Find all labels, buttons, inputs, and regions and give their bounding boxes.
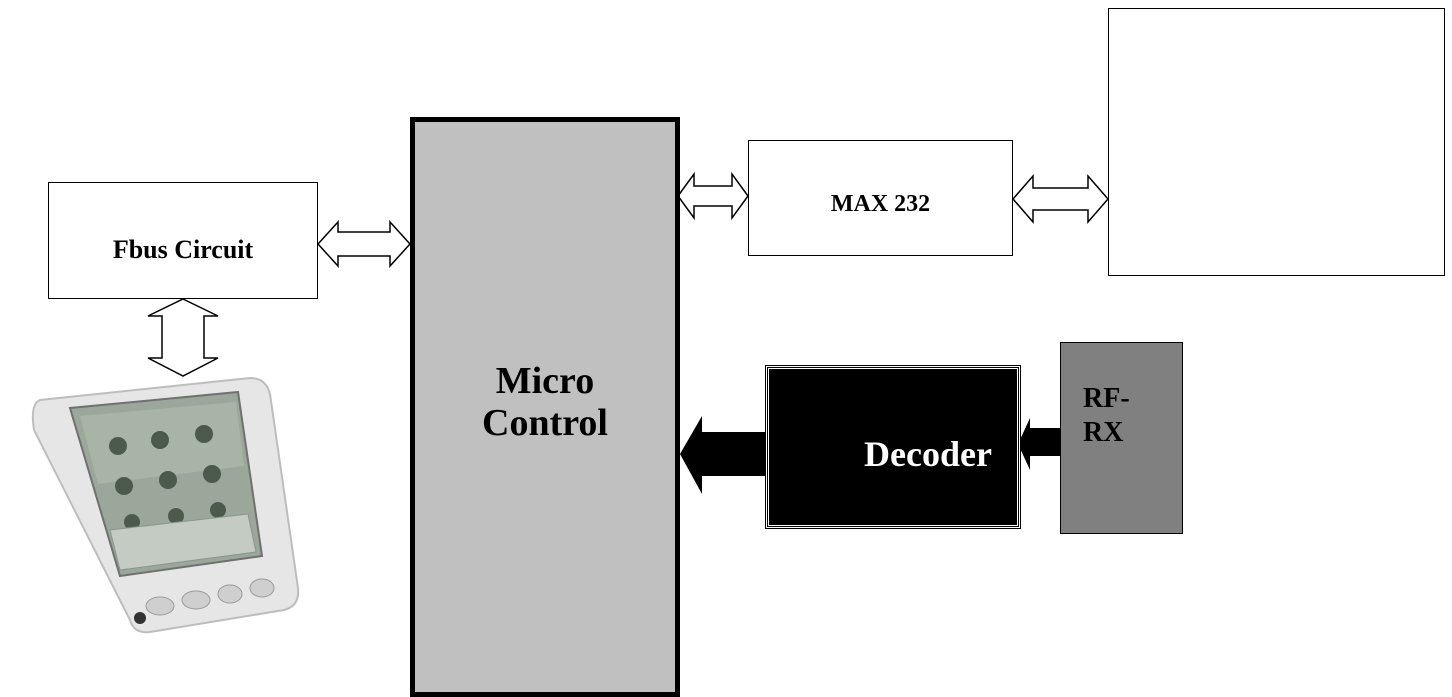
micro-max232-arrow	[677, 171, 749, 221]
max232-label: MAX 232	[830, 190, 931, 217]
rf-rx-block: RF- RX	[1060, 342, 1183, 534]
rf-rx-label-line1: RF-	[1083, 383, 1130, 414]
micro-control-label-line2: Control	[482, 402, 608, 444]
max232-pc-arrow	[1012, 173, 1109, 225]
rf-rx-label-line2: RX	[1083, 417, 1124, 448]
fbus-pda-arrow	[147, 298, 219, 377]
computer-block	[1108, 8, 1445, 276]
fbus-micro-arrow	[316, 220, 412, 268]
decoder-micro-arrow	[680, 416, 768, 494]
pda-device-image	[31, 376, 300, 634]
fbus-circuit-label: Fbus Circuit	[112, 234, 254, 264]
decoder-label: Decoder	[864, 434, 992, 474]
rfrx-decoder-arrow	[1018, 418, 1060, 470]
micro-control-block: Micro Control	[410, 117, 680, 697]
micro-control-label-line1: Micro	[495, 360, 595, 402]
max232-block: MAX 232	[748, 140, 1013, 256]
fbus-circuit-block: Fbus Circuit	[48, 182, 318, 299]
decoder-block: Decoder	[765, 365, 1021, 529]
